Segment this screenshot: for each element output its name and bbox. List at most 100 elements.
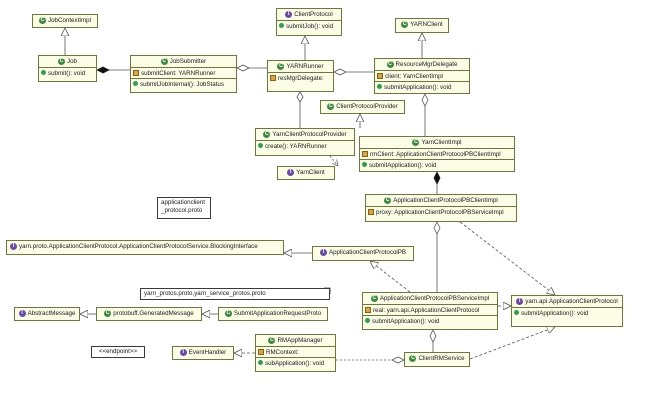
class-icon: C: [370, 294, 378, 302]
interface-icon: I: [319, 248, 327, 256]
class-name: YarnClient: [296, 169, 325, 176]
note-line-2: _protocol.proto: [161, 207, 203, 214]
edge-acppbserviceimpl-implements-acppb: [370, 261, 411, 293]
class-icon: C: [160, 57, 168, 65]
method: submit(): void: [48, 69, 86, 77]
method-marker: [133, 81, 138, 87]
aggregation-diamond-clientrmservice: [391, 356, 405, 364]
method-marker: [258, 360, 263, 366]
field-marker: [368, 208, 374, 215]
class-name: JobSubmitter: [169, 58, 207, 65]
class-name: EventHandler: [188, 349, 227, 356]
aggregation-diamond-jobsubmitter: [236, 64, 250, 72]
class-name: RMAppManager: [277, 337, 323, 344]
class-name: ApplicationClientProtocolPBClientImpl: [393, 197, 498, 204]
note-yarn-service-protos: yarn_protos.proto,yarn_service_protos.pr…: [140, 288, 330, 300]
field-marker: [270, 74, 276, 81]
aggregation-diamond-yarnrunner: [333, 68, 347, 76]
field: submitClient: YARNRunner: [141, 69, 216, 77]
field: client: YarnClientImpl: [385, 72, 443, 80]
method: submitApplication(): void: [369, 161, 437, 169]
class-icon: C: [384, 196, 392, 204]
composition-diamond-yarnclientimpl: [433, 171, 441, 185]
method-marker: [377, 84, 382, 90]
field-marker: [365, 306, 371, 313]
class-name: YARNClient: [410, 21, 443, 28]
interface-icon: I: [516, 297, 524, 305]
composition-diamond-job: [96, 66, 110, 74]
class-icon: C: [58, 57, 65, 65]
class-name: yarn.proto.ApplicationClientProtocol.App…: [19, 243, 258, 250]
class-name: yarn.api.ApplicationClientProtocol: [525, 298, 618, 305]
field: RMContext:: [266, 348, 299, 356]
class-icon: C: [268, 336, 276, 344]
aggregation-diamond-acpserviceimpl: [429, 329, 437, 343]
method: submitApplication(): void: [372, 317, 440, 325]
class-name: AbstractMessage: [27, 310, 76, 317]
class-icon: C: [386, 60, 394, 68]
class-name: Job: [67, 58, 77, 65]
method: submitJob(): void: [286, 22, 334, 30]
class-icon: C: [327, 102, 335, 110]
class-name: ClientProtocol: [294, 11, 333, 18]
class-icon: C: [39, 16, 46, 24]
interface-icon: I: [179, 348, 187, 356]
method: submitJobInternal(): JobStatus: [140, 80, 224, 88]
edge-clientrmservice-implements-yarnapi: [469, 327, 555, 360]
method-marker: [362, 162, 367, 168]
edge-acpclientimpl-implements-yarnapi: [459, 221, 555, 295]
class-icon: C: [409, 354, 417, 362]
class-name: ClientRMService: [418, 355, 465, 362]
class-icon: C: [104, 309, 112, 317]
field: proxy: ApplicationClientProtocolPBServic…: [376, 208, 504, 216]
field-marker: [362, 150, 368, 157]
interface-icon: I: [18, 309, 26, 317]
class-name: ApplicationClientProtocolPBServiceImpl: [379, 295, 490, 302]
aggregation-diamond-yarnrunner-bottom: [296, 91, 304, 103]
method: subApplication(): void: [265, 359, 325, 367]
method: submitApplication(): void: [384, 83, 452, 91]
edge-ycpp-depends-yarnclient: [329, 155, 338, 166]
class-name: ApplicationClientProtocolPB: [328, 249, 407, 256]
class-name: ResourceMgrDelegate: [395, 61, 458, 68]
field: rmClient: ApplicationClientProtocolPBCli…: [370, 150, 501, 158]
stereotype-endpoint: <<endpoint>>: [91, 346, 145, 358]
class-name: YarnClientProtocolProvider: [272, 131, 347, 138]
class-name: JobContextImpl: [48, 17, 91, 24]
aggregation-diamond-resmgrdelegate: [421, 93, 429, 107]
interface-icon: I: [287, 168, 295, 176]
class-icon: C: [263, 130, 271, 138]
aggregation-diamond-acpclientimpl: [433, 221, 441, 235]
method-marker: [41, 70, 46, 76]
note-line-1: applicationclient: [161, 199, 206, 206]
class-icon: C: [412, 138, 420, 146]
method-marker: [514, 310, 519, 316]
field-marker: [258, 348, 264, 355]
class-name: SubmitApplicationRequestProto: [233, 310, 322, 317]
class-name: YARNRunner: [286, 63, 324, 70]
class-name: ClientProtocolProvider: [336, 103, 398, 110]
